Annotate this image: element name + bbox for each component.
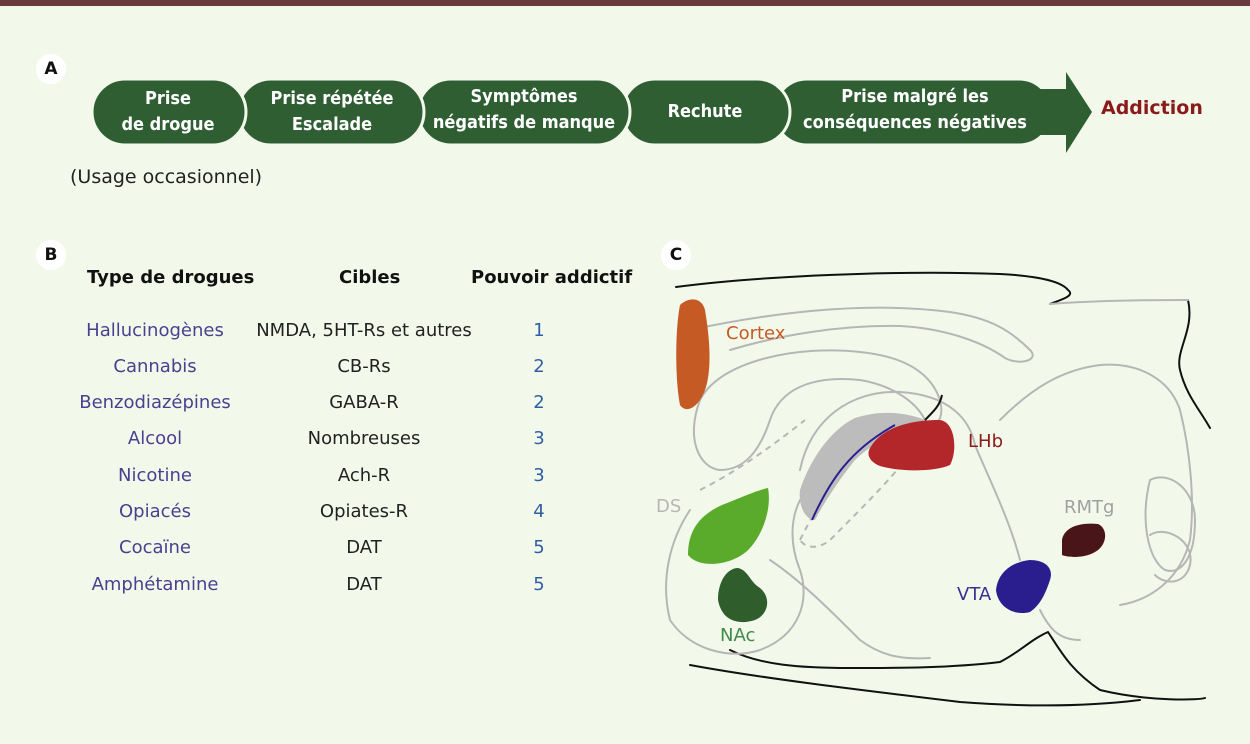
header-addictive-power: Pouvoir addictif xyxy=(471,267,633,288)
step-pill-1 xyxy=(90,77,248,147)
fornix xyxy=(799,390,1021,561)
addictive-power: 3 xyxy=(533,465,545,486)
cortex-label: Cortex xyxy=(726,323,786,344)
drug-target: Nombreuses xyxy=(307,428,421,449)
rmtg-label: RMTg xyxy=(1064,497,1115,518)
addictive-power: 4 xyxy=(533,501,545,522)
panel-c-letter: C xyxy=(661,240,691,270)
step-arrowhead xyxy=(1038,72,1092,153)
addictive-power: 3 xyxy=(533,428,545,449)
drug-target: Opiates-R xyxy=(319,501,409,522)
cerebellum-outline xyxy=(1178,299,1211,429)
nac-region xyxy=(718,568,768,623)
drug-target: DAT xyxy=(346,574,382,595)
drug-name: Amphétamine xyxy=(91,574,219,595)
addictive-power: 5 xyxy=(533,574,545,595)
step-4-label: Rechute xyxy=(667,101,743,122)
drug-target: GABA-R xyxy=(329,392,399,413)
lhb-label: LHb xyxy=(968,431,1003,452)
drug-target: CB-Rs xyxy=(337,356,391,377)
vta-label: VTA xyxy=(957,584,992,605)
addictive-power: 1 xyxy=(533,320,545,341)
lhb-region xyxy=(868,420,955,471)
hippocampal-arc xyxy=(692,349,943,471)
midbrain-outline xyxy=(999,299,1193,606)
cortex-region xyxy=(676,299,710,410)
brain-outline-top xyxy=(675,271,1071,305)
addictive-power: 2 xyxy=(533,356,545,377)
base-outline xyxy=(689,664,1141,707)
thalamus-top xyxy=(924,394,943,421)
vta-region xyxy=(996,560,1051,614)
striatum-outline xyxy=(665,499,805,655)
drug-name: Cannabis xyxy=(113,356,197,377)
panel-b-letter: B xyxy=(36,240,66,270)
habenular-tract xyxy=(811,424,896,521)
addictive-power: 5 xyxy=(533,537,545,558)
ds-region xyxy=(688,488,769,564)
drug-target: NMDA, 5HT-Rs et autres xyxy=(256,320,472,341)
drug-name: Hallucinogènes xyxy=(86,320,224,341)
header-targets: Cibles xyxy=(339,267,401,288)
drug-name: Benzodiazépines xyxy=(79,392,231,413)
drug-name: Cocaïne xyxy=(119,537,191,558)
drug-name: Nicotine xyxy=(118,465,192,486)
top-border xyxy=(0,0,1250,6)
drug-target: DAT xyxy=(346,537,382,558)
nac-label: NAc xyxy=(720,625,756,646)
ds-label: DS xyxy=(656,496,682,517)
thalamic-grey-band xyxy=(799,412,925,520)
occasional-use-note: (Usage occasionnel) xyxy=(70,166,263,188)
panel-a-letter: A xyxy=(36,54,66,84)
colliculi xyxy=(1144,476,1196,583)
drug-target: Ach-R xyxy=(337,465,391,486)
rmtg-region xyxy=(1062,523,1106,557)
dashed-tract xyxy=(699,419,806,491)
brainstem-outline xyxy=(729,631,1206,701)
addictive-power: 2 xyxy=(533,392,545,413)
header-drug-type: Type de drogues xyxy=(87,267,255,288)
lower-curve xyxy=(769,559,1081,660)
addiction-label: Addiction xyxy=(1101,97,1203,119)
drug-name: Opiacés xyxy=(119,501,191,522)
drug-name: Alcool xyxy=(127,428,183,449)
corpus-callosum xyxy=(689,306,1034,363)
